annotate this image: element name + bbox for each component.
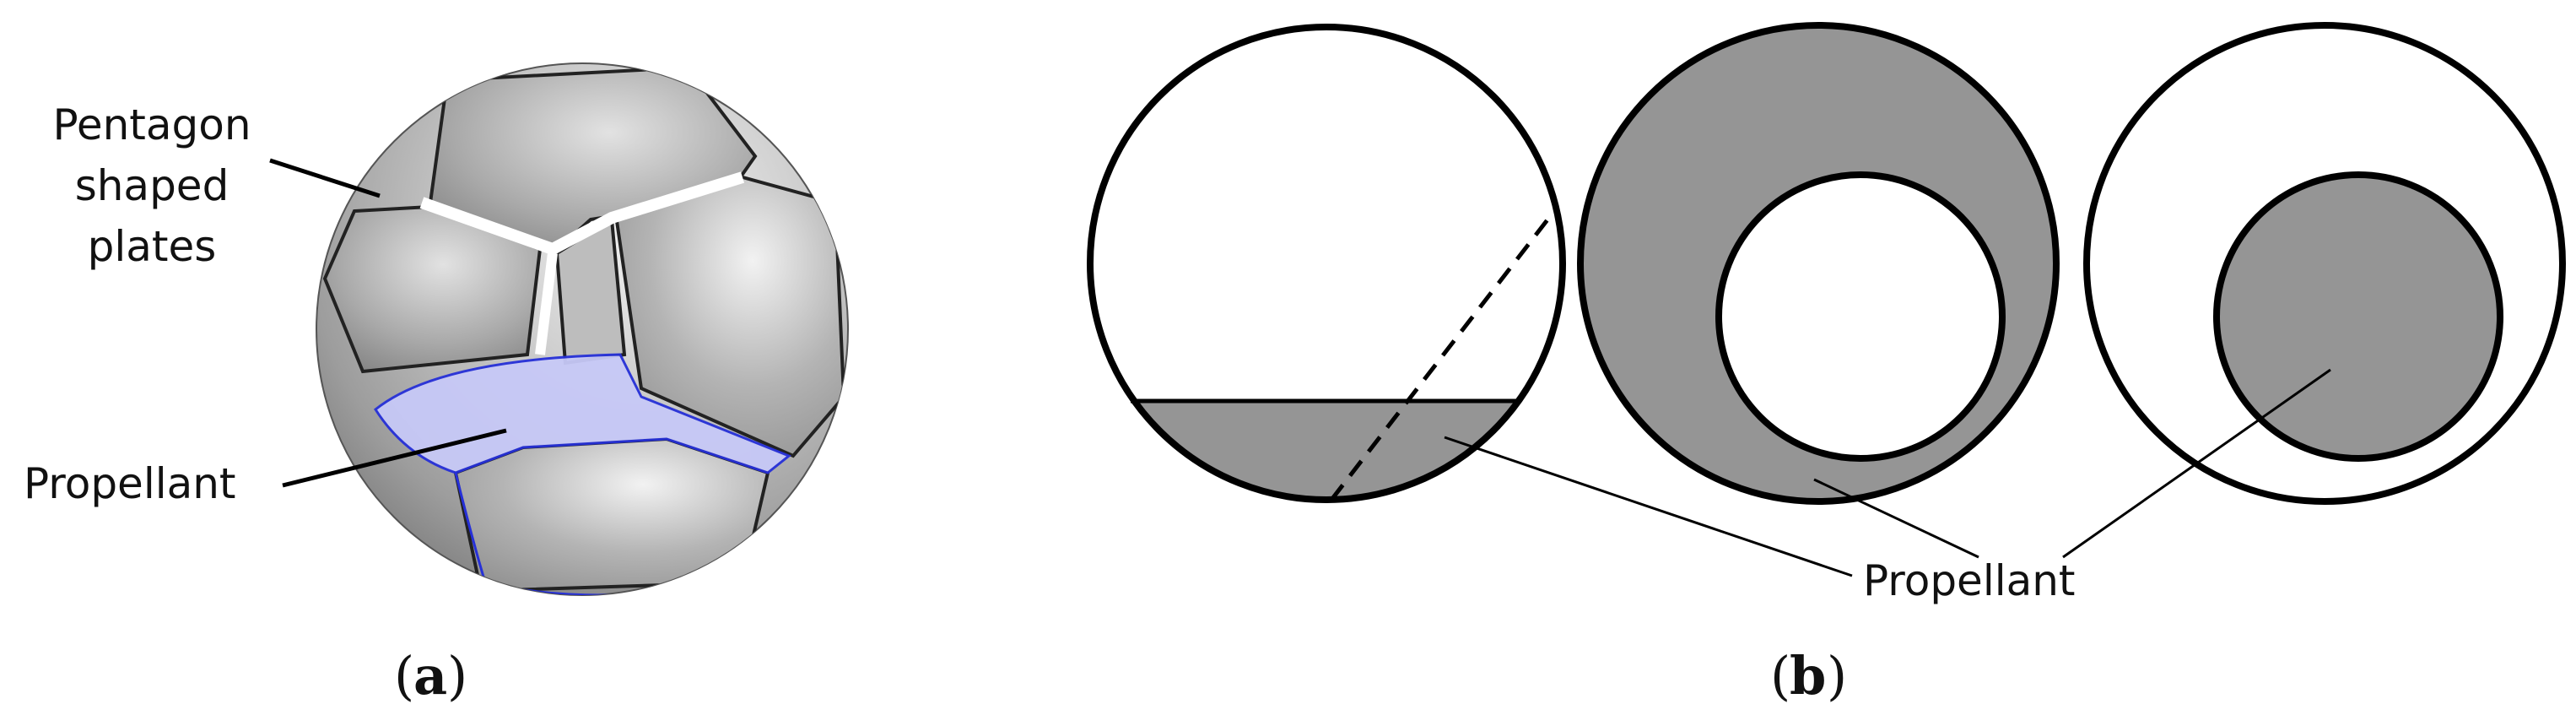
propellant-label-b: Propellant xyxy=(1863,556,2076,605)
caption-b-letter: b xyxy=(1790,645,1826,707)
panel-a: Pentagon shaped plates Propellant ( a ) xyxy=(24,62,849,707)
propellant-leader-b2 xyxy=(1813,478,1979,559)
caption-a-close: ) xyxy=(447,645,467,707)
tank-cross-section-centered xyxy=(2083,22,2566,505)
caption-a-open: ( xyxy=(394,645,414,707)
plates-label-line1: Pentagon xyxy=(52,100,251,149)
plates-leader xyxy=(269,158,381,198)
sphere-render xyxy=(269,62,849,596)
propellant-label-a: Propellant xyxy=(24,459,236,508)
propellant-leader-b3 xyxy=(2062,368,2331,559)
propellant-leader-a xyxy=(282,428,507,488)
plates-label-line3: plates xyxy=(88,222,217,271)
pentagon-plate xyxy=(453,436,770,593)
plates-label-line2: shaped xyxy=(75,161,230,210)
tank-cross-section-annular xyxy=(1577,22,2060,505)
caption-a-letter: a xyxy=(413,645,447,707)
caption-b-close: ) xyxy=(1827,645,1847,707)
propellant-surface xyxy=(374,353,791,474)
propellant-leader-b1 xyxy=(1444,436,1853,577)
tank-cross-section-settled xyxy=(1087,24,1566,503)
panel-b: Propellant ( b ) xyxy=(1087,22,2566,707)
caption-b-open: ( xyxy=(1770,645,1790,707)
